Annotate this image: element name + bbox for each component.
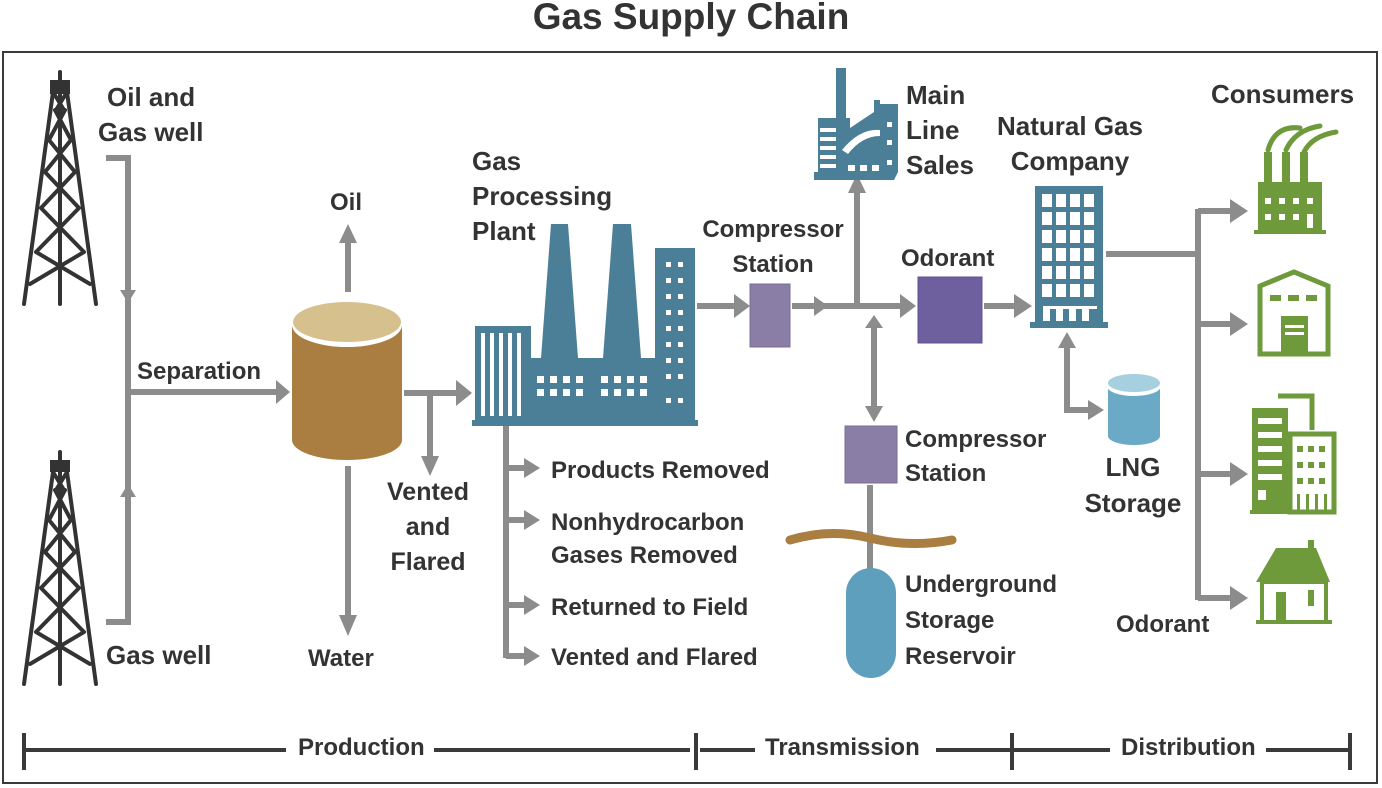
underground-storage-label-1: Underground — [905, 571, 1057, 598]
building-window — [1056, 284, 1066, 297]
plant-output-nonhydrocarbon-1: Nonhydrocarbon — [551, 509, 744, 536]
stage-transmission-label: Transmission — [765, 734, 920, 761]
plant-output-returned-to-field: Returned to Field — [551, 594, 748, 621]
building-window — [1070, 230, 1080, 243]
warehouse-consumer-icon — [1257, 269, 1331, 357]
building-window — [1084, 284, 1094, 297]
well-pipes — [106, 155, 290, 625]
stage-distribution-label: Distribution — [1121, 734, 1256, 761]
building-window — [1084, 212, 1094, 225]
gas-well-label: Gas well — [106, 640, 212, 670]
diagram-title: Gas Supply Chain — [532, 0, 850, 37]
plant-output-vented-flared: Vented and Flared — [551, 644, 758, 671]
odorant-1-icon — [917, 276, 983, 344]
ground-surface-line — [785, 529, 957, 549]
odorant-1-label: Odorant — [901, 245, 994, 272]
underground-storage-label-2: Storage — [905, 607, 994, 634]
compressor-station-2-icon — [844, 425, 898, 484]
vented-flared-label-2: and — [406, 513, 450, 541]
building-window — [1042, 248, 1052, 261]
building-window — [1056, 212, 1066, 225]
plant-label-3: Plant — [472, 216, 536, 246]
plant-output-pipes — [503, 426, 540, 666]
building-window — [1070, 248, 1080, 261]
lng-storage-label-2: Storage — [1085, 488, 1182, 518]
plant-to-compressor-arrow — [697, 294, 750, 318]
water-label: Water — [308, 645, 374, 672]
oil-gas-well-label-1: Oil and — [107, 82, 195, 112]
separation-label: Separation — [137, 358, 261, 385]
lng-storage-icon — [1107, 374, 1161, 445]
building-window — [1070, 284, 1080, 297]
commercial-buildings-consumer-icon — [1250, 393, 1337, 515]
building-window — [1084, 194, 1094, 207]
main-line-sales-icon — [814, 68, 898, 180]
building-window — [1042, 230, 1052, 243]
building-window — [1042, 266, 1052, 279]
natural-gas-company-building-icon — [1030, 186, 1108, 328]
oil-arrow — [339, 224, 357, 292]
separator-tank-icon — [292, 302, 402, 460]
building-window — [1056, 248, 1066, 261]
gas-well-icon — [22, 450, 98, 686]
plant-label-1: Gas — [472, 146, 521, 176]
building-window — [1056, 266, 1066, 279]
plant-output-products-removed: Products Removed — [551, 457, 770, 484]
stage-timeline — [22, 733, 1352, 770]
industrial-consumer-icon — [1254, 123, 1339, 234]
stage-production-label: Production — [298, 734, 425, 761]
oil-gas-well-icon — [22, 70, 98, 306]
compressor-station-1-icon — [749, 283, 791, 348]
underground-storage-icon — [846, 568, 896, 678]
gas-processing-plant-icon — [472, 224, 698, 426]
odorant-2-label: Odorant — [1116, 611, 1209, 638]
building-window — [1070, 266, 1080, 279]
building-window — [1070, 212, 1080, 225]
main-line-sales-label-1: Main — [906, 80, 965, 110]
compressor-station-2-label-2: Station — [905, 460, 986, 487]
oil-gas-well-label-2: Gas well — [98, 117, 204, 147]
odorant-to-company-arrow — [984, 294, 1032, 318]
plant-output-nonhydrocarbon-2: Gases Removed — [551, 542, 738, 569]
building-window — [1084, 248, 1094, 261]
company-to-lng-arrow — [1058, 332, 1104, 420]
compressor-station-2-label-1: Compressor — [905, 426, 1046, 453]
water-arrow — [339, 466, 357, 636]
building-window — [1056, 230, 1066, 243]
compressor-station-1-label-2: Station — [732, 251, 813, 278]
building-window — [1084, 266, 1094, 279]
building-window — [1042, 212, 1052, 225]
consumers-label: Consumers — [1211, 79, 1354, 109]
plant-label-2: Processing — [472, 181, 612, 211]
compressor-to-odorant-pipe — [792, 174, 916, 422]
building-window — [1042, 284, 1052, 297]
natural-gas-company-label-2: Company — [1011, 146, 1130, 176]
compressor-station-1-label-1: Compressor — [702, 216, 843, 243]
building-window — [1042, 194, 1052, 207]
main-line-sales-label-2: Line — [906, 115, 959, 145]
distribution-pipes — [1106, 199, 1248, 610]
vented-flared-label-3: Flared — [390, 548, 465, 576]
natural-gas-company-label-1: Natural Gas — [997, 111, 1143, 141]
vented-flared-label-1: Vented — [387, 478, 469, 506]
building-window — [1070, 194, 1080, 207]
oil-label: Oil — [330, 189, 362, 216]
diagram-frame — [2, 51, 1378, 784]
main-line-sales-label-3: Sales — [906, 150, 974, 180]
separator-to-plant-arrow — [404, 380, 472, 476]
underground-storage-label-3: Reservoir — [905, 643, 1016, 670]
building-window — [1056, 194, 1066, 207]
lng-storage-label-1: LNG — [1106, 452, 1161, 482]
residential-house-consumer-icon — [1256, 540, 1332, 624]
building-window — [1084, 230, 1094, 243]
